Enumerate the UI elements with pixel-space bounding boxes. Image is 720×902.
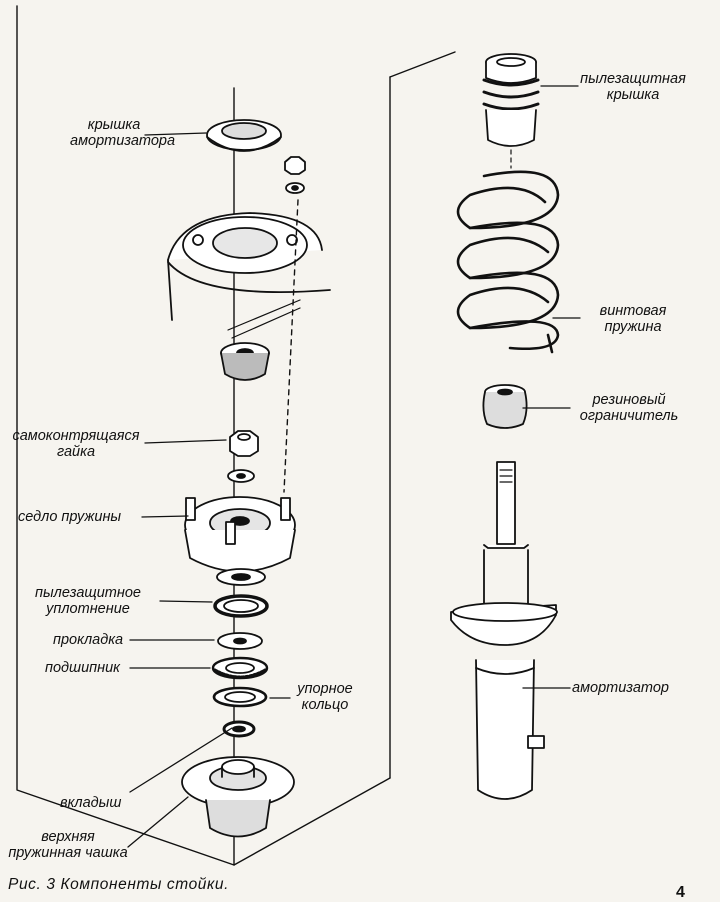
label-line: амортизатора (70, 133, 176, 149)
label-line: пружинная чашка (8, 845, 128, 861)
upper-spring-cup-part (181, 756, 295, 838)
rubber-mount-part (220, 342, 270, 381)
coil-spring-part (456, 170, 560, 354)
label-line: верхняя (41, 829, 95, 845)
dust-seal-part (213, 568, 269, 618)
label-line: самоконтрящаяся (12, 428, 140, 444)
label-line: резиновый (592, 392, 666, 408)
strut-tower-part (167, 199, 331, 493)
leader-lines (127, 85, 581, 848)
label-insert: вкладыш (60, 795, 121, 811)
insert-part (222, 720, 256, 738)
label-line: пружина (604, 319, 662, 335)
label-line: винтовая (599, 303, 667, 319)
label-line: упорное (297, 681, 353, 697)
label-line: подшипник (45, 660, 121, 676)
label-spring-seat: седло пружины (18, 509, 121, 525)
label-bump-stop: резиновый ограничитель (572, 392, 686, 424)
label-shock-cap: крышка амортизатора (70, 117, 176, 149)
shock-absorber-part (450, 461, 558, 800)
label-line: гайка (56, 444, 96, 460)
label-line: уплотнение (46, 601, 130, 617)
label-locknut: самоконтрящаяся гайка (8, 428, 144, 460)
page-mark: 4 (676, 884, 685, 901)
spring-seat-part (184, 496, 296, 573)
label-line: вкладыш (60, 795, 122, 811)
thrust-ring-part (212, 686, 268, 708)
washer-part (227, 469, 255, 483)
label-line: прокладка (53, 632, 124, 648)
label-upper-cup: верхняя пружинная чашка (5, 829, 131, 861)
dust-cover-part (482, 53, 540, 169)
label-coil-spring: винтовая пружина (580, 303, 686, 335)
label-shock-absorber: амортизатор (572, 680, 669, 696)
panel-outline-right (389, 51, 456, 78)
label-dust-seal: пылезащитное уплотнение (18, 585, 158, 617)
bump-stop-part (482, 384, 528, 429)
bearing-part (211, 656, 269, 680)
gasket-part (217, 632, 263, 650)
label-line: пылезащитная (580, 71, 686, 87)
label-dust-cover: пылезащитная крышка (578, 71, 688, 103)
top-nut-part (284, 156, 306, 194)
label-bearing: подшипник (45, 660, 120, 676)
label-line: крышка (606, 87, 660, 103)
label-line: ограничитель (579, 408, 679, 424)
label-line: крышка (87, 117, 141, 133)
locknut-part (229, 430, 259, 457)
label-thrust-ring: упорное кольцо (290, 681, 360, 713)
label-gasket: прокладка (53, 632, 123, 648)
label-line: пылезащитное (35, 585, 141, 601)
label-line: седло пружины (18, 509, 122, 525)
shock-cap-part (206, 119, 282, 152)
figure-caption: Рис. 3 Компоненты стойки. (8, 876, 230, 893)
panel-bottom (233, 777, 391, 866)
label-line: амортизатор (572, 680, 669, 696)
label-line: кольцо (301, 697, 349, 713)
